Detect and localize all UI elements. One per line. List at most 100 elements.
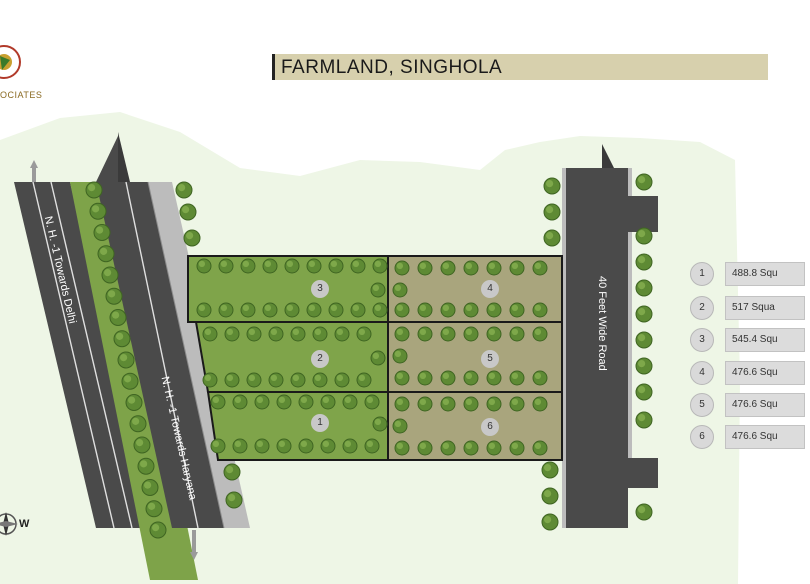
tree-highlight xyxy=(638,386,646,394)
plot-5-label: 5 xyxy=(481,350,499,368)
legend-row: 3 545.4 Squ xyxy=(690,328,810,352)
tree-highlight xyxy=(314,328,322,336)
tree-highlight xyxy=(234,440,242,448)
tree-highlight xyxy=(442,372,450,380)
tree-highlight xyxy=(234,396,242,404)
tree-highlight xyxy=(182,206,190,214)
legend-number: 1 xyxy=(690,262,714,286)
legend-row: 2 517 Squa xyxy=(690,296,810,320)
tree-highlight xyxy=(322,440,330,448)
tree-highlight xyxy=(488,372,496,380)
tree-highlight xyxy=(534,398,542,406)
tree-highlight xyxy=(100,247,108,255)
tree-highlight xyxy=(534,442,542,450)
tree-highlight xyxy=(534,304,542,312)
tree-highlight xyxy=(638,506,646,514)
tree-highlight xyxy=(419,328,427,336)
tree-highlight xyxy=(152,524,160,532)
tree-highlight xyxy=(442,398,450,406)
tree-highlight xyxy=(419,372,427,380)
tree-highlight xyxy=(396,304,404,312)
tree-highlight xyxy=(419,262,427,270)
tree-highlight xyxy=(488,442,496,450)
tree-highlight xyxy=(144,481,152,489)
tree-highlight xyxy=(546,232,554,240)
tree-highlight xyxy=(442,262,450,270)
compass-icon xyxy=(0,512,18,536)
tree-highlight xyxy=(352,304,360,312)
legend-row: 6 476.6 Squ xyxy=(690,425,810,449)
tree-highlight xyxy=(442,328,450,336)
tree-highlight xyxy=(104,269,112,277)
tree-highlight xyxy=(374,260,382,268)
tree-highlight xyxy=(226,466,234,474)
tree-highlight xyxy=(270,374,278,382)
tree-highlight xyxy=(465,304,473,312)
tree-highlight xyxy=(638,414,646,422)
tree-highlight xyxy=(511,442,519,450)
legend-row: 4 476.6 Squ xyxy=(690,361,810,385)
tree-highlight xyxy=(120,354,128,362)
tree-highlight xyxy=(465,328,473,336)
plot-4-label: 4 xyxy=(481,280,499,298)
tree-highlight xyxy=(108,290,116,298)
legend-area: 517 Squa xyxy=(725,296,805,320)
feet-road xyxy=(566,168,628,528)
title-bar: FARMLAND, SINGHOLA xyxy=(272,54,768,80)
tree-highlight xyxy=(124,375,132,383)
tree-layer xyxy=(85,173,653,539)
tree-highlight xyxy=(511,398,519,406)
tree-highlight xyxy=(292,374,300,382)
tree-highlight xyxy=(374,418,382,426)
tree-highlight xyxy=(544,464,552,472)
tree-highlight xyxy=(300,396,308,404)
tree-highlight xyxy=(330,304,338,312)
compass-west-label: W xyxy=(19,518,30,530)
tree-highlight xyxy=(352,260,360,268)
tree-highlight xyxy=(344,396,352,404)
tree-highlight xyxy=(270,328,278,336)
tree-highlight xyxy=(112,311,120,319)
tree-highlight xyxy=(248,374,256,382)
tree-highlight xyxy=(358,374,366,382)
tree-highlight xyxy=(638,176,646,184)
tree-highlight xyxy=(442,304,450,312)
tree-highlight xyxy=(212,396,220,404)
haryana-arrow-icon xyxy=(190,552,198,560)
tree-highlight xyxy=(336,328,344,336)
tree-highlight xyxy=(488,262,496,270)
tree-highlight xyxy=(638,360,646,368)
tree-highlight xyxy=(264,304,272,312)
tree-highlight xyxy=(396,372,404,380)
tree-highlight xyxy=(544,490,552,498)
tree-highlight xyxy=(396,262,404,270)
page-title: FARMLAND, SINGHOLA xyxy=(281,57,503,78)
tree-highlight xyxy=(396,398,404,406)
tree-highlight xyxy=(546,180,554,188)
tree-highlight xyxy=(372,284,380,292)
tree-highlight xyxy=(256,396,264,404)
tree-highlight xyxy=(148,502,156,510)
tree-highlight xyxy=(248,328,256,336)
legend-number: 5 xyxy=(690,393,714,417)
site-plan-map xyxy=(0,45,740,584)
tree-highlight xyxy=(140,460,148,468)
legend-number: 3 xyxy=(690,328,714,352)
tree-highlight xyxy=(278,396,286,404)
tree-highlight xyxy=(442,442,450,450)
tree-highlight xyxy=(544,516,552,524)
tree-highlight xyxy=(242,304,250,312)
tree-highlight xyxy=(204,328,212,336)
tree-highlight xyxy=(204,374,212,382)
tree-highlight xyxy=(256,440,264,448)
plot-2-label: 2 xyxy=(311,350,329,368)
tree-highlight xyxy=(419,304,427,312)
tree-highlight xyxy=(286,260,294,268)
tree-highlight xyxy=(394,420,402,428)
tree-highlight xyxy=(226,374,234,382)
tree-highlight xyxy=(374,304,382,312)
tree-highlight xyxy=(534,372,542,380)
tree-highlight xyxy=(396,442,404,450)
tree-highlight xyxy=(394,284,402,292)
tree-highlight xyxy=(96,226,104,234)
